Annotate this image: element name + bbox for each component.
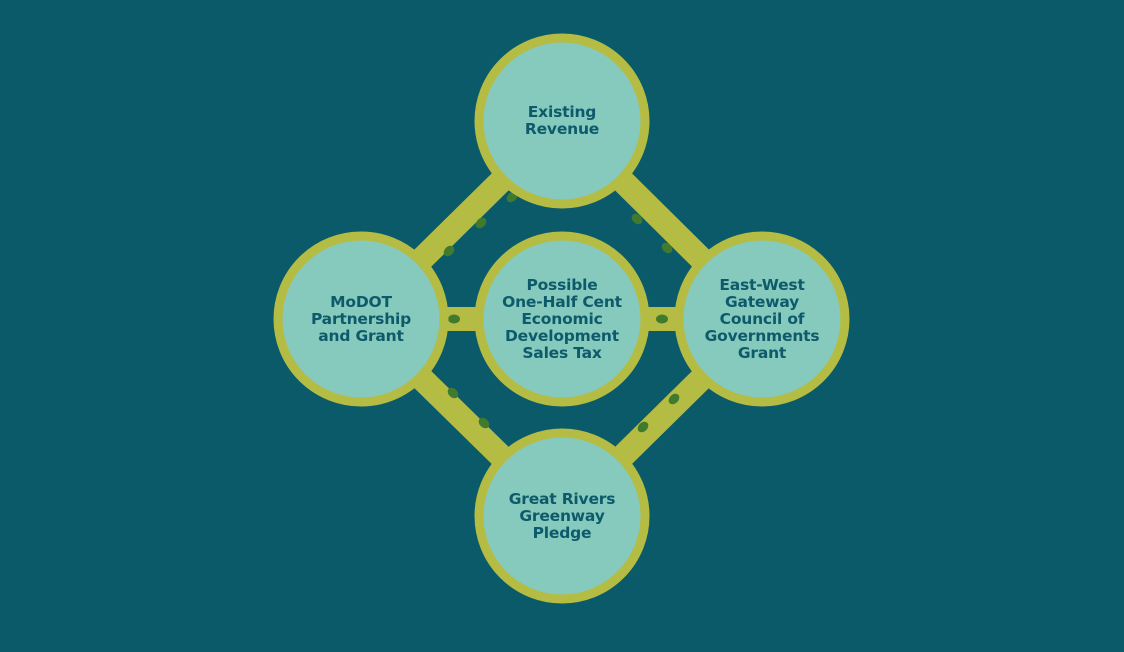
connector-dot [447, 387, 459, 399]
node-label-right: East-West Gateway Council of Governments… [704, 275, 820, 362]
connector-dot [668, 393, 680, 405]
node-label-bottom: Great Rivers Greenway Pledge [508, 489, 616, 542]
connector-dot [478, 417, 490, 429]
connector-dot [661, 242, 673, 254]
connector-dot [448, 314, 460, 324]
node-circle-center [474, 231, 650, 407]
node-label-top: Existing Revenue [524, 103, 600, 138]
connector-dot [475, 217, 487, 229]
node-circle-left [273, 231, 449, 407]
connector-dot [637, 421, 649, 433]
nodes [273, 33, 850, 604]
node-label-left: MoDOT Partnership and Grant [310, 292, 412, 345]
connector-dot [443, 245, 455, 257]
connector-dots [443, 191, 680, 433]
connector-dot [631, 213, 643, 225]
connector-dot [656, 314, 668, 324]
node-circle-top [474, 33, 650, 209]
node-circle-bottom [474, 428, 650, 604]
node-circle-right [674, 231, 850, 407]
node-label-center: Possible One-Half Cent Economic Developm… [502, 275, 622, 362]
